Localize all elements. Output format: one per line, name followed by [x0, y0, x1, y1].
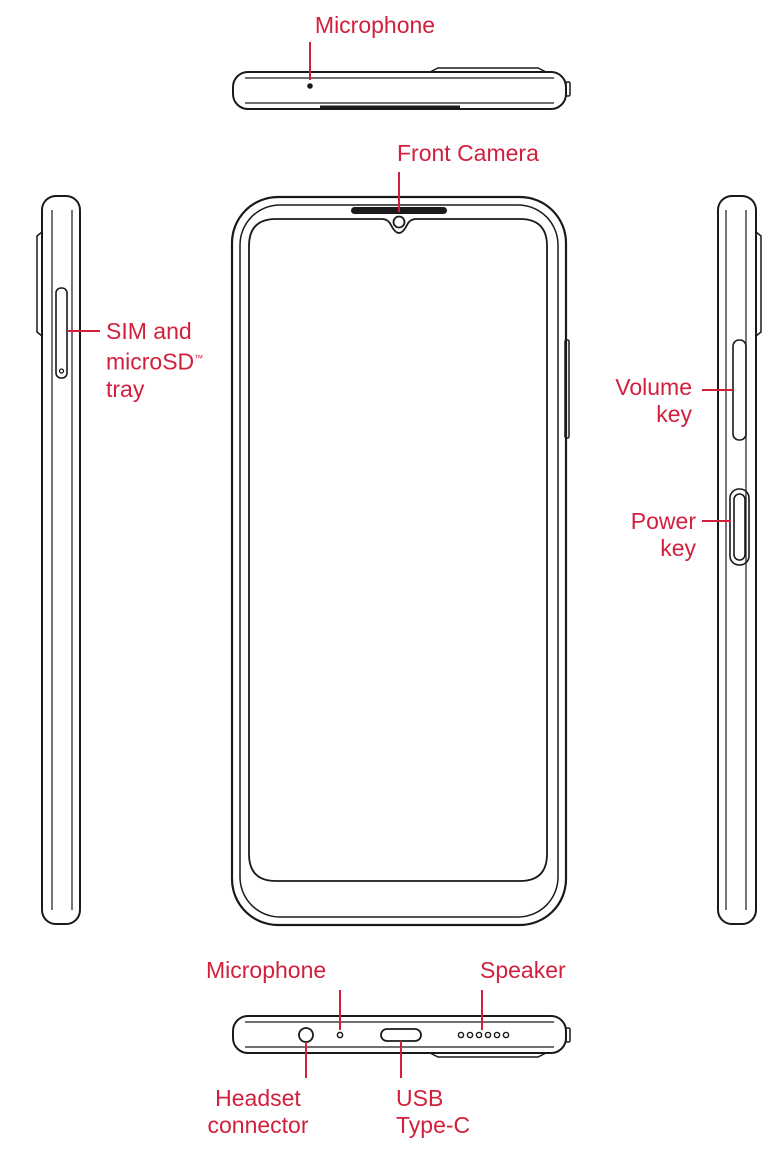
usb-type-c-label-line: Type-C: [396, 1112, 471, 1138]
phone-bezel: [239, 204, 559, 918]
speaker-grille: [457, 1031, 510, 1039]
left-side-camera-bump: [36, 231, 43, 337]
volume-key-label-line: Volume: [615, 374, 692, 400]
speaker-hole: [475, 1031, 483, 1039]
power-key-label-line: Power: [630, 508, 696, 534]
trademark-mark: ™: [194, 353, 204, 363]
speaker-hole: [502, 1031, 510, 1039]
bottom-microphone-hole: [336, 1031, 344, 1039]
volume-key-button: [732, 339, 747, 441]
speaker-label: Speaker: [480, 957, 566, 983]
usb-c-port: [380, 1028, 422, 1042]
bottom-edge-camera-bump: [429, 1052, 547, 1058]
right-side-view: [717, 195, 762, 925]
sim-eject-hole: [58, 368, 65, 374]
left-side-outline: [41, 195, 81, 925]
right-side-camera-bump: [755, 231, 762, 337]
top-edge-view: [232, 67, 571, 110]
top-edge-button: [565, 81, 571, 97]
speaker-hole: [484, 1031, 492, 1039]
display-screen: [248, 218, 548, 882]
phone-body-outline: [230, 195, 568, 927]
power-key-button: [733, 493, 746, 561]
front-volume-edge: [564, 339, 570, 439]
speaker-hole: [466, 1031, 474, 1039]
speaker-hole: [457, 1031, 465, 1039]
power-key-label-line: key: [660, 535, 696, 561]
sim-tray-slot: [55, 287, 68, 379]
sim-tray-label: SIM and microSD™ tray: [106, 318, 203, 403]
volume-key-label: Volume key: [560, 374, 692, 428]
speaker-hole: [493, 1031, 501, 1039]
sim-tray-label-line: SIM and: [106, 318, 192, 344]
top-edge-camera-bump: [429, 67, 547, 73]
sim-tray-label-line: tray: [106, 375, 145, 402]
bottom-edge-button: [565, 1027, 571, 1043]
front-camera-label: Front Camera: [397, 140, 539, 166]
usb-type-c-label-line: USB: [396, 1085, 444, 1111]
front-camera-lens: [392, 215, 406, 229]
front-view: [230, 195, 570, 927]
bottom-microphone-label: Microphone: [206, 957, 327, 983]
top-microphone-label: Microphone: [314, 12, 436, 38]
right-side-outline: [717, 195, 757, 925]
headset-connector-label-line: connector: [207, 1112, 309, 1138]
power-key-label: Power key: [560, 508, 696, 562]
sim-tray-label-text: microSD: [106, 348, 195, 375]
left-side-view: [36, 195, 81, 925]
volume-key-label-line: key: [656, 401, 692, 427]
usb-type-c-label: USB Type-C: [396, 1085, 470, 1139]
sim-tray-label-line: microSD™: [106, 345, 203, 376]
headset-connector-label-line: Headset: [215, 1085, 301, 1111]
bottom-edge-view: [232, 1015, 571, 1058]
headset-jack: [298, 1027, 314, 1043]
headset-connector-label: Headset connector: [188, 1085, 328, 1139]
top-microphone-hole: [307, 83, 313, 89]
power-key-ring: [729, 488, 750, 566]
